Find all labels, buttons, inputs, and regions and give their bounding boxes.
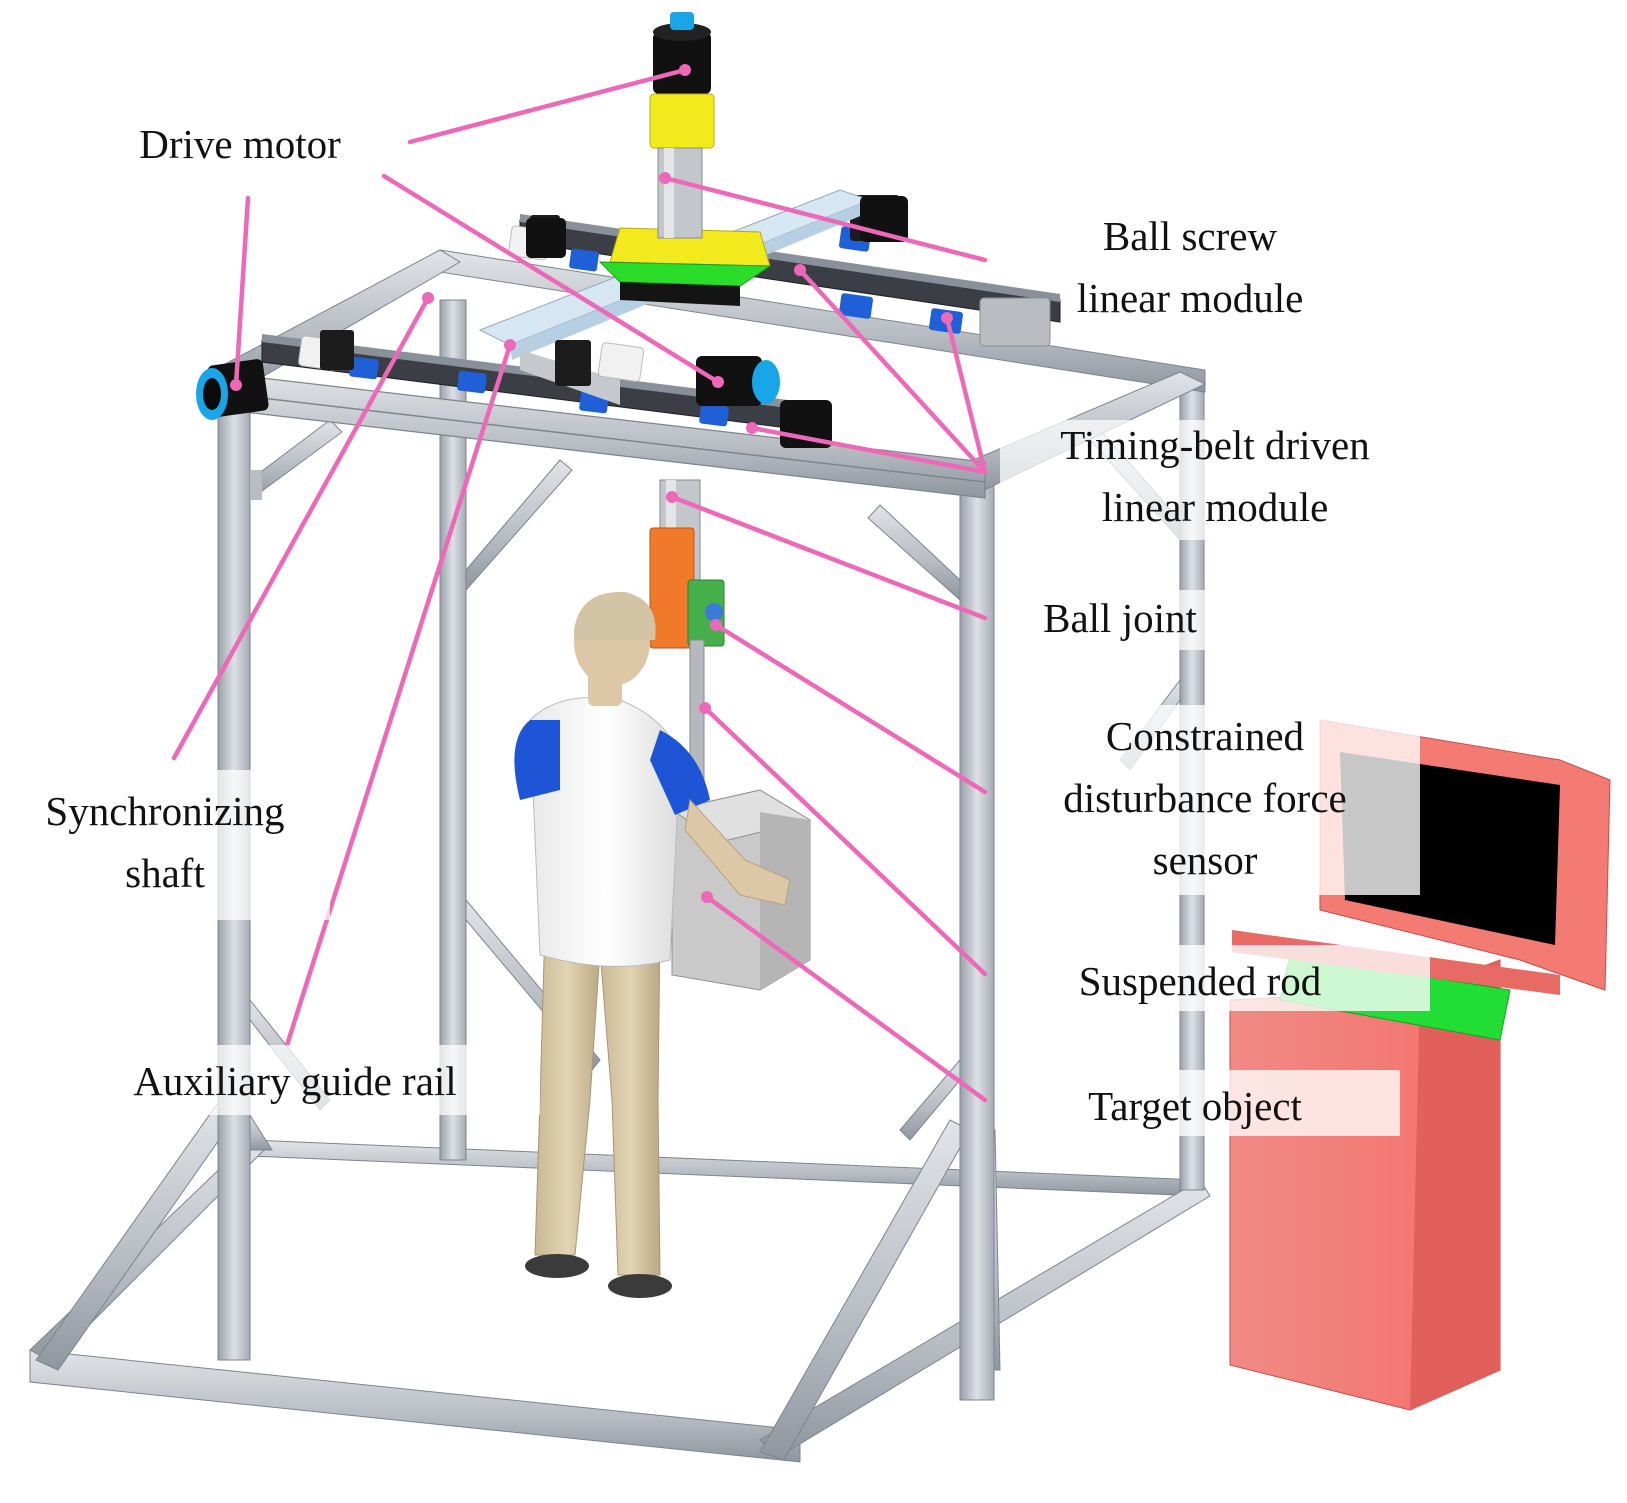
label-synchronizing-shaft: Synchronizing shaft bbox=[0, 780, 330, 904]
carriage bbox=[598, 227, 772, 306]
person bbox=[514, 591, 791, 1298]
label-constrained-line2: disturbance force bbox=[1063, 775, 1347, 821]
label-ball-screw-linear-module: Ball screw linear module bbox=[1030, 205, 1350, 329]
label-drive-motor: Drive motor bbox=[100, 113, 380, 175]
label-synchronizing-line2: shaft bbox=[125, 850, 205, 896]
drive-motors bbox=[196, 12, 908, 448]
label-timing-belt-line1: Timing-belt driven bbox=[1060, 422, 1370, 468]
callout-lines bbox=[171, 64, 988, 1103]
label-auxiliary-guide-rail: Auxiliary guide rail bbox=[60, 1050, 530, 1112]
label-ball-joint: Ball joint bbox=[1010, 587, 1230, 649]
frame-posts bbox=[217, 299, 1205, 1401]
label-constrained-sensor: Constrained disturbance force sensor bbox=[1010, 705, 1400, 891]
label-target-object: Target object bbox=[1040, 1075, 1350, 1137]
label-timing-belt-line2: linear module bbox=[1101, 484, 1329, 530]
label-constrained-line3: sensor bbox=[1152, 837, 1258, 883]
label-drive-motor-text: Drive motor bbox=[139, 121, 341, 167]
label-auxiliary-rail-text: Auxiliary guide rail bbox=[133, 1058, 457, 1104]
label-suspended-rod: Suspended rod bbox=[1040, 950, 1360, 1012]
label-constrained-line1: Constrained bbox=[1105, 713, 1305, 759]
label-backdrops bbox=[0, 420, 1430, 1136]
label-synchronizing-line1: Synchronizing bbox=[45, 788, 285, 834]
label-ball-joint-text: Ball joint bbox=[1043, 595, 1197, 641]
label-timing-belt-module: Timing-belt driven linear module bbox=[1010, 414, 1420, 538]
label-ball-screw-line2: linear module bbox=[1076, 275, 1304, 321]
label-ball-screw-line1: Ball screw bbox=[1102, 213, 1278, 259]
label-suspended-rod-text: Suspended rod bbox=[1078, 958, 1322, 1004]
label-target-object-text: Target object bbox=[1088, 1083, 1302, 1129]
